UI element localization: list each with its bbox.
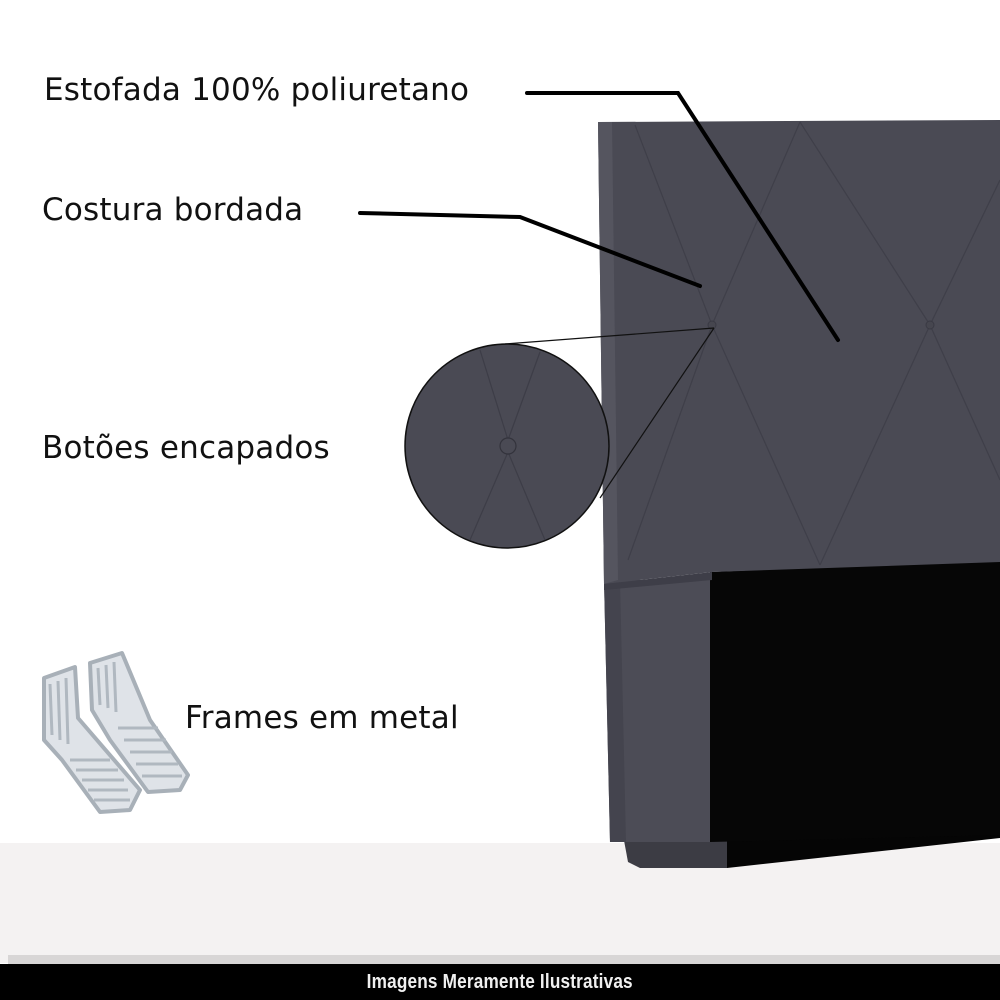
headboard-left-pillar — [604, 580, 712, 842]
floor-background — [0, 843, 1000, 963]
callout-costura: Costura bordada — [42, 192, 304, 228]
tuft-button — [707, 320, 717, 330]
callout-botoes: Botões encapados — [42, 430, 330, 466]
headboard-tufted-panel — [598, 120, 1000, 584]
disclaimer-bar: Imagens Meramente Ilustrativas — [0, 964, 1000, 1000]
stitching-lines — [627, 121, 1000, 566]
disclaimer-text: Imagens Meramente Ilustrativas — [366, 970, 634, 993]
tuft-button — [925, 320, 935, 330]
covered-button-icon — [499, 437, 517, 455]
callout-leaders — [358, 91, 840, 342]
floor-shadow — [8, 955, 1000, 965]
button-detail-magnifier — [404, 327, 715, 549]
headboard-bottom-panel — [710, 560, 1000, 842]
callout-frames: Frames em metal — [185, 700, 459, 736]
callout-estofada: Estofada 100% poliuretano — [44, 72, 470, 108]
metal-frames-icon — [42, 651, 190, 814]
headboard-leg — [623, 835, 727, 868]
